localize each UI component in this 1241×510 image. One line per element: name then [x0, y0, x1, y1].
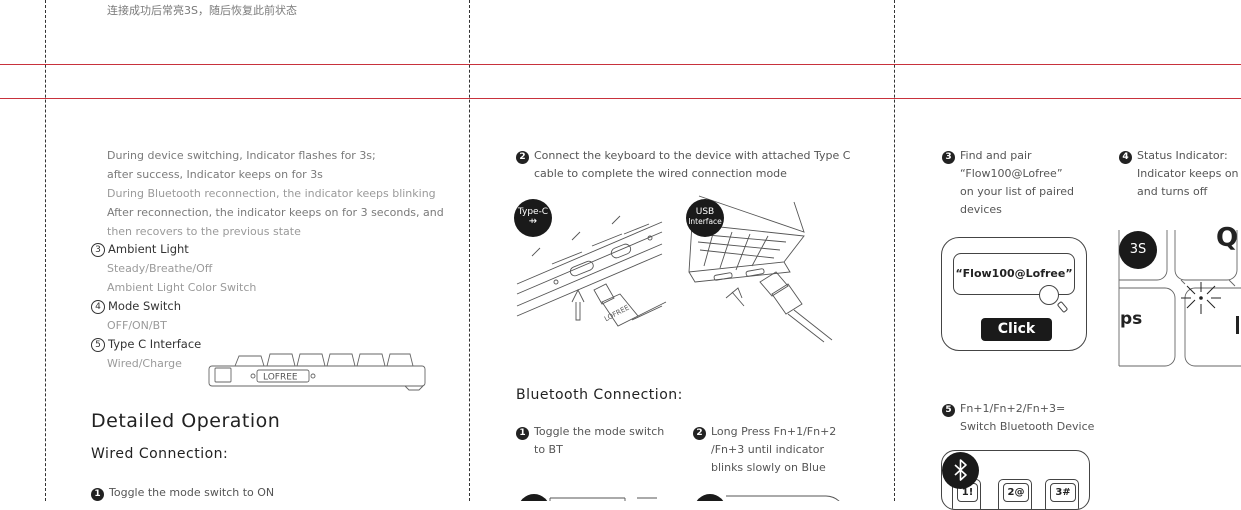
wired-step-1: 1 Toggle the mode switch to ON	[91, 484, 274, 502]
bluetooth-icon	[942, 452, 979, 489]
step-text: Fn+1/Fn+2/Fn+3=	[960, 402, 1066, 415]
usb-illustration	[688, 195, 833, 343]
magnifier-icon	[1039, 285, 1059, 305]
step-text: Long Press Fn+1/Fn+2	[711, 425, 837, 438]
indicator-line: After reconnection, the indicator keeps …	[107, 206, 444, 219]
feature-title: Ambient Light	[108, 242, 189, 256]
bt-step-5: 5 Fn+1/Fn+2/Fn+3= Switch Bluetooth Device	[942, 400, 1094, 436]
feature-detail: Steady/Breathe/Off	[107, 262, 213, 275]
key-a-edge	[1236, 316, 1239, 334]
typec-label: Type-C	[517, 207, 549, 217]
key-q-label: Q	[1216, 223, 1239, 253]
wired-step-2: 2 Connect the keyboard to the device with…	[516, 147, 850, 183]
feature-title: Type C Interface	[108, 337, 202, 351]
typec-illustration: LOFREE	[516, 215, 667, 327]
cn-note: 连接成功后常亮3S，随后恢复此前状态	[107, 4, 297, 17]
key-label: 2@	[1003, 483, 1029, 502]
step-text: Connect the keyboard to the device with …	[534, 149, 851, 162]
step-bullet: 5	[942, 404, 955, 417]
number-circle: 3	[91, 243, 105, 257]
fold-line-3	[894, 0, 895, 501]
usb-symbol-icon: ⇸	[528, 216, 538, 227]
cut-line-bottom	[0, 98, 1241, 99]
bt-step-4: 4 Status Indicator: Indicator keeps on fo…	[1119, 147, 1241, 201]
feature-detail: Ambient Light Color Switch	[107, 281, 257, 294]
interface-label: Interface	[688, 217, 722, 226]
magnifier-handle	[1056, 300, 1069, 314]
indicator-line: During Bluetooth reconnection, the indic…	[107, 187, 436, 200]
step-text: and turns off	[1137, 185, 1208, 198]
step-text: Status Indicator:	[1137, 149, 1228, 162]
wired-heading: Wired Connection:	[91, 446, 229, 462]
step-bullet: 1	[516, 427, 529, 440]
typec-badge: Type-C ⇸	[514, 199, 552, 237]
badge-3s: 3S	[1119, 231, 1157, 269]
step-bullet: 2	[516, 151, 529, 164]
usb-badge: USB Interface	[686, 199, 724, 237]
key-3: 3#	[1045, 479, 1079, 509]
step-text: Indicator keeps on fo	[1137, 167, 1241, 180]
keyboard-brand-text: LOFREE	[263, 373, 298, 383]
step-text: Toggle the mode switch to ON	[109, 486, 275, 499]
step-text: blinks slowly on Blue	[711, 461, 826, 474]
key-caps-label: ps	[1120, 309, 1143, 329]
step-text: /Fn+3 until indicator	[711, 443, 825, 456]
device-name: “Flow100@Lofree”	[955, 267, 1073, 280]
step-text: cable to complete the wired connection m…	[534, 167, 787, 180]
click-button[interactable]: Click	[981, 318, 1052, 341]
step-text: Switch Bluetooth Device	[960, 420, 1095, 433]
indicator-line: During device switching, Indicator flash…	[107, 149, 376, 162]
step-bullet: 4	[1119, 151, 1132, 164]
cable-brand-text: LOFREE	[603, 304, 631, 324]
indicator-line: after success, Indicator keeps on for 3s	[107, 168, 323, 181]
indicator-line: then recovers to the previous state	[107, 225, 301, 238]
step-text: devices	[960, 203, 1002, 216]
number-circle: 4	[91, 300, 105, 314]
feature-detail: Wired/Charge	[107, 357, 182, 370]
step-bullet: 1	[91, 488, 104, 501]
step-text: Find and pair	[960, 149, 1032, 162]
bluetooth-heading: Bluetooth Connection:	[516, 387, 683, 403]
key-label: 3#	[1050, 483, 1076, 502]
step-text: Toggle the mode switch	[534, 425, 665, 438]
feature-title: Mode Switch	[108, 299, 182, 313]
step-bullet: 3	[942, 151, 955, 164]
usb-label: USB	[695, 207, 715, 217]
bt-step-illustrations	[520, 494, 840, 501]
bt-step-2: 2 Long Press Fn+1/Fn+2 /Fn+3 until indica…	[693, 423, 836, 477]
step-text: “Flow100@Lofree”	[960, 167, 1063, 180]
bt-step-3: 3 Find and pair “Flow100@Lofree” on your …	[942, 147, 1074, 219]
step-text: to BT	[534, 443, 563, 456]
cut-line-top	[0, 64, 1241, 65]
fold-line-2	[469, 0, 470, 501]
section-heading: Detailed Operation	[91, 410, 281, 432]
keyboard-side-illustration: LOFREE	[208, 353, 426, 391]
step-bullet: 2	[693, 427, 706, 440]
bt-step-1: 1 Toggle the mode switch to BT	[516, 423, 664, 459]
key-2: 2@	[998, 479, 1032, 509]
fold-line-1	[45, 0, 46, 501]
feature-detail: OFF/ON/BT	[107, 319, 167, 332]
indicator-description: During device switching, Indicator flash…	[107, 146, 444, 241]
step-text: on your list of paired	[960, 185, 1074, 198]
pairing-card: “Flow100@Lofree” Click	[941, 237, 1087, 351]
number-circle: 5	[91, 338, 105, 352]
device-name-box: “Flow100@Lofree”	[953, 253, 1075, 295]
